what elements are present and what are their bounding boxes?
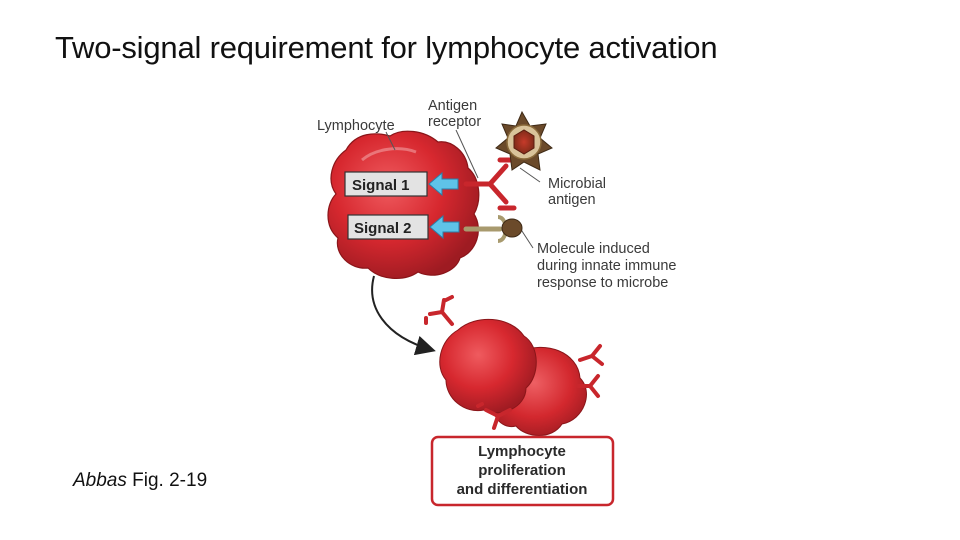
proliferating-cells xyxy=(424,295,604,436)
molecule-leader xyxy=(519,227,534,249)
signal-1-arrow xyxy=(428,171,459,197)
costimulatory-molecule-icon xyxy=(463,215,523,243)
molecule-label-line3: response to microbe xyxy=(537,275,668,291)
antigen-receptor-label-line1: Antigen xyxy=(428,98,477,114)
antigen-receptor-label-line2: receptor xyxy=(428,114,481,130)
molecule-label-line1: Molecule induced xyxy=(537,241,650,257)
signal-2-label: Signal 2 xyxy=(354,220,412,237)
slide-title: Two-signal requirement for lymphocyte ac… xyxy=(55,30,718,65)
citation-figure: Fig. 2-19 xyxy=(132,470,208,491)
microbial-antigen-label-line2: antigen xyxy=(548,192,596,208)
outcome-label-line2: proliferation xyxy=(478,462,566,479)
lymphocyte-leader xyxy=(385,131,396,151)
signal-2-indicator: Signal 2 xyxy=(347,214,460,240)
antigen-leader xyxy=(519,167,541,183)
signal-1-indicator: Signal 1 xyxy=(344,171,459,197)
citation-author: Abbas xyxy=(73,470,127,491)
activation-arrow xyxy=(371,275,436,356)
star-shaped-microbe-icon xyxy=(495,110,553,171)
lymphocyte-cell xyxy=(327,130,480,279)
outcome-box: Lymphocyte proliferation and differentia… xyxy=(430,435,615,507)
lymphocyte-label: Lymphocyte xyxy=(317,118,395,134)
receptor-leader xyxy=(455,129,479,179)
molecule-label-line2: during innate immune xyxy=(537,258,676,274)
outcome-label-line1: Lymphocyte xyxy=(478,443,566,460)
figure-citation: Abbas Fig. 2-19 xyxy=(73,470,207,492)
signal-1-label: Signal 1 xyxy=(352,177,410,194)
outcome-label-line3: and differentiation xyxy=(457,481,588,498)
microbial-antigen-label-line1: Microbial xyxy=(548,176,606,192)
signal-2-arrow xyxy=(429,214,460,240)
